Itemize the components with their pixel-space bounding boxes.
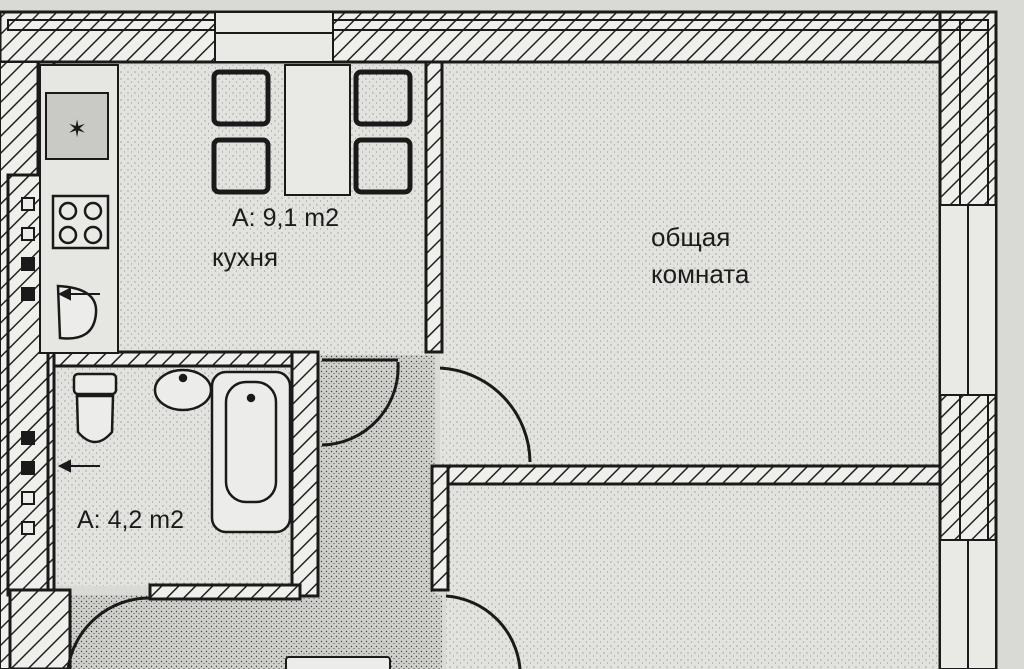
bedroom-floor: [446, 484, 940, 669]
arrow-icon: [57, 459, 100, 473]
stove-icon: [51, 194, 110, 250]
door-living-room: [439, 366, 532, 463]
kitchen-sink-icon: [56, 284, 98, 340]
bathroom-area-label: A: 4,2 m2: [77, 506, 184, 534]
door-bathroom: [66, 596, 151, 669]
living-room-floor: [440, 60, 940, 472]
bathtub-icon: [210, 370, 292, 534]
toilet-icon: [72, 372, 118, 444]
window-top: [214, 11, 334, 63]
kitchen-area-label: A: 9,1 m2: [232, 204, 339, 232]
window-right-top: [939, 204, 997, 396]
window-right-bottom: [939, 539, 997, 669]
living-room-name-line2: комната: [651, 258, 750, 289]
door-bedroom: [445, 594, 522, 669]
kitchen-arrow-icon: [57, 287, 100, 301]
washbasin-icon: [153, 368, 213, 412]
wall-marker-squares: [21, 197, 35, 535]
bottom-tag: [285, 656, 391, 669]
living-room-name-label: общая комната: [651, 219, 749, 293]
living-room-name-line1: общая: [651, 222, 731, 252]
sink-asterisk-icon: ✶: [67, 115, 87, 143]
dining-table-set: [211, 64, 413, 196]
door-kitchen: [321, 358, 400, 447]
kitchen-name-label: кухня: [212, 242, 279, 272]
